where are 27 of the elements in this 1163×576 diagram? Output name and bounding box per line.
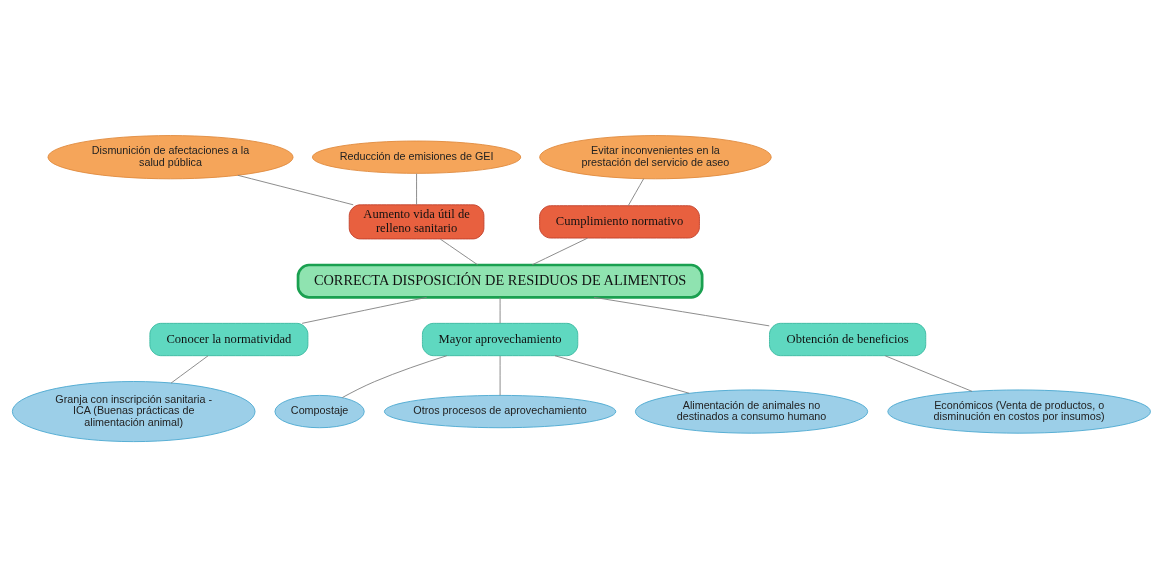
connector — [237, 174, 354, 205]
connector — [627, 177, 645, 206]
connector — [301, 296, 428, 324]
connector — [341, 354, 448, 398]
node-ellipse: Evitar inconvenientes en la prestación del servicio de aseo — [539, 134, 772, 179]
connector — [554, 354, 690, 394]
node-ellipse: Otros procesos de aprovechamiento — [383, 394, 617, 428]
connector — [499, 355, 501, 396]
connector — [531, 237, 588, 265]
node-ellipse: Dismunición de afectaciones a la salud pública — [47, 134, 294, 179]
connector — [593, 296, 770, 326]
node-box: Mayor aprovechamiento — [421, 322, 579, 356]
node-box: Aumento vida útil de relleno sanitario — [348, 203, 485, 239]
node-box: Cumplimiento normativo — [539, 204, 700, 238]
node-ellipse: Económicos (Venta de productos, o disminución en costos por insumos) — [887, 389, 1151, 434]
node-ellipse: Alimentación de animales no destinados a consumo humano — [634, 389, 869, 434]
node-ellipse: Compostaje — [274, 394, 365, 428]
node-ellipse: Reducción de emisiones de GEI — [312, 140, 522, 174]
connector — [170, 354, 209, 384]
connector — [499, 296, 501, 324]
node-box: Conocer la normatividad — [149, 322, 309, 356]
node-box: CORRECTA DISPOSICIÓN DE RESIDUOS DE ALIMENTOS — [296, 263, 704, 299]
connector — [884, 354, 973, 392]
node-ellipse: Granja con inscripción sanitaria - ICA (Buenas prácticas de alimentación animal) — [11, 380, 256, 442]
connector — [416, 172, 418, 205]
connector — [439, 238, 479, 265]
node-box: Obtención de beneficios — [769, 322, 927, 356]
